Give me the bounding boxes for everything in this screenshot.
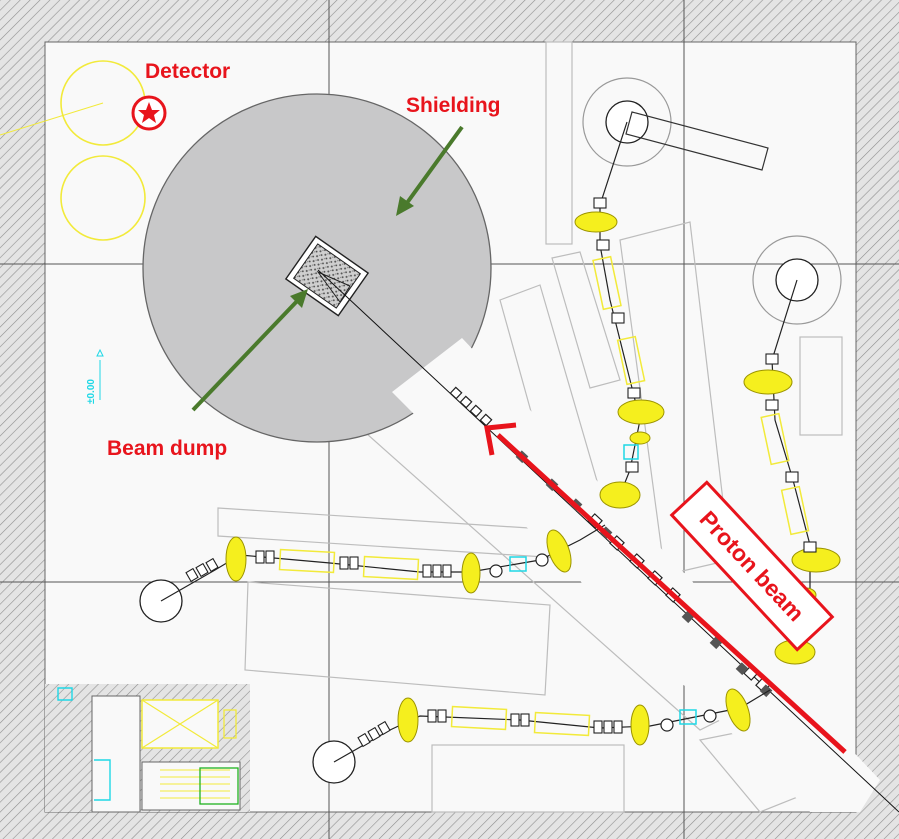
main-beamline: [317, 269, 899, 813]
proton-beam-arrow: [484, 422, 847, 754]
beamline-north: [574, 77, 769, 509]
stairwell-block: [45, 684, 250, 813]
dump-arrow-head: [290, 289, 308, 308]
yellow-leader: [0, 102, 104, 136]
beamline-south: [312, 688, 771, 784]
equipment-box-1: [799, 336, 843, 436]
beam-tunnel: [392, 338, 880, 812]
yellow-ring-2: [60, 155, 146, 241]
west-wall: [0, 0, 45, 839]
north-wall: [0, 0, 899, 42]
elevation-marker: ±0.00: [86, 348, 104, 404]
dump-arrow-shaft: [191, 296, 302, 412]
detector-marker: [131, 95, 167, 131]
shielding-arrow-head: [396, 196, 414, 216]
shielding-label: Shielding: [406, 94, 501, 117]
equipment-box-2: [431, 744, 625, 813]
south-wall: [0, 812, 899, 839]
elevation-label: ±0.00: [86, 379, 97, 404]
corridor-outline: [545, 41, 573, 245]
shielding-arrow-shaft: [402, 125, 464, 209]
experimental-area: [244, 581, 551, 696]
beamline-middle: [139, 524, 606, 623]
beam-dump-label: Beam dump: [107, 437, 227, 460]
detector-label: Detector: [145, 60, 230, 83]
east-wall: [856, 0, 899, 839]
beamline-bay-2: [551, 251, 621, 389]
green-arrows: [191, 125, 464, 412]
dump-wedge: [316, 270, 351, 303]
